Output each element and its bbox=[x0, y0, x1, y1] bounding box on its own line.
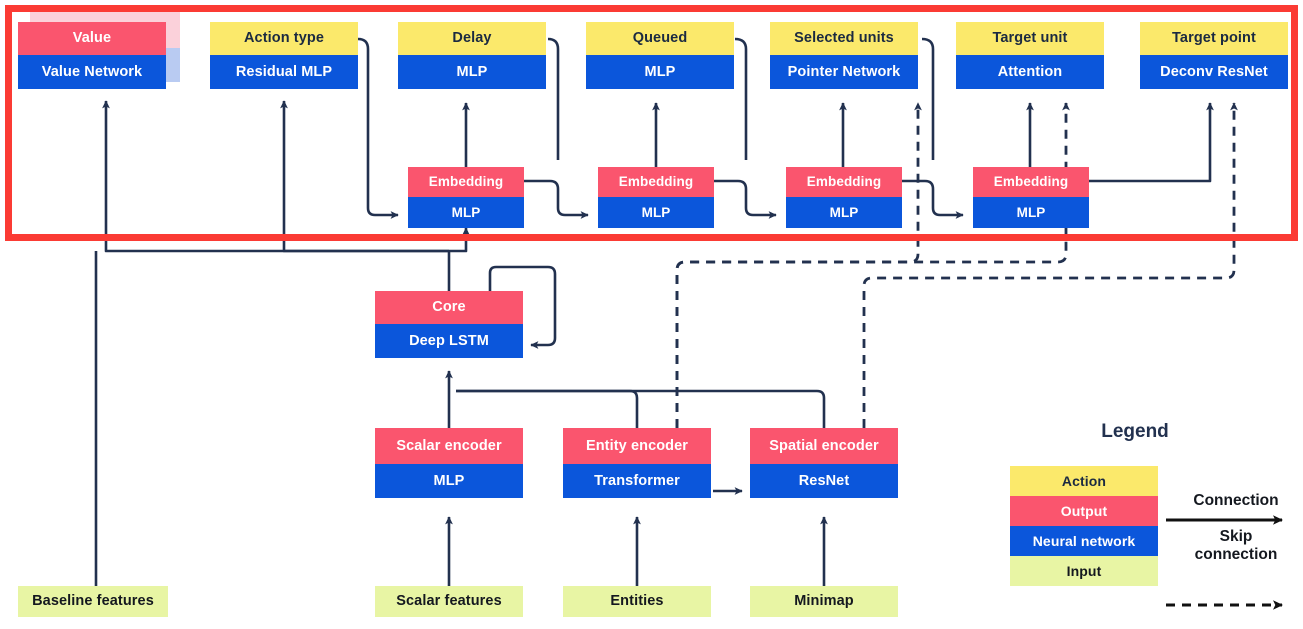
node-entity-encoder-network-label: Transformer bbox=[563, 464, 711, 498]
node-selected-units[interactable]: Selected units Pointer Network bbox=[770, 22, 918, 89]
node-embedding-3-output-label: Embedding bbox=[786, 167, 902, 197]
node-embedding-2[interactable]: Embedding MLP bbox=[598, 167, 714, 228]
node-target-point[interactable]: Target point Deconv ResNet bbox=[1140, 22, 1288, 89]
node-baseline-features-label: Baseline features bbox=[18, 586, 168, 617]
node-value[interactable]: Value Value Network bbox=[18, 22, 166, 89]
edge-core-to-embedding-1 bbox=[449, 227, 470, 253]
node-core-network-label: Deep LSTM bbox=[375, 324, 523, 358]
edge-to-target-point bbox=[1089, 102, 1214, 183]
node-target-point-network-label: Deconv ResNet bbox=[1140, 55, 1288, 89]
node-spatial-encoder-output-label: Spatial encoder bbox=[750, 428, 898, 464]
node-delay-action-label: Delay bbox=[398, 22, 546, 55]
edge-embedding-2-to-embedding-3 bbox=[714, 179, 777, 219]
node-spatial-encoder[interactable]: Spatial encoder ResNet bbox=[750, 428, 898, 498]
edge-queued-to-embedding-3 bbox=[734, 37, 748, 160]
node-entities[interactable]: Entities bbox=[563, 586, 711, 617]
node-queued-action-label: Queued bbox=[586, 22, 734, 55]
node-target-unit-network-label: Attention bbox=[956, 55, 1104, 89]
node-embedding-3-network-label: MLP bbox=[786, 197, 902, 228]
node-embedding-2-network-label: MLP bbox=[598, 197, 714, 228]
edge-entity-encoder-to-core bbox=[456, 389, 639, 428]
node-delay-network-label: MLP bbox=[398, 55, 546, 89]
node-embedding-4-output-label: Embedding bbox=[973, 167, 1089, 197]
edge-delay-to-embedding-2 bbox=[547, 37, 560, 160]
node-selected-units-network-label: Pointer Network bbox=[770, 55, 918, 89]
node-minimap[interactable]: Minimap bbox=[750, 586, 898, 617]
legend-swatches: Action Output Neural network Input bbox=[1010, 466, 1158, 586]
legend-swatch-output: Output bbox=[1010, 496, 1158, 526]
edge-selected-units-to-embedding-4 bbox=[921, 37, 935, 160]
node-scalar-features-label: Scalar features bbox=[375, 586, 523, 617]
node-spatial-encoder-network-label: ResNet bbox=[750, 464, 898, 498]
node-embedding-1-network-label: MLP bbox=[408, 197, 524, 228]
node-embedding-4[interactable]: Embedding MLP bbox=[973, 167, 1089, 228]
node-entity-encoder-output-label: Entity encoder bbox=[563, 428, 711, 464]
edge-core-to-value bbox=[102, 100, 449, 253]
edge-skip-entity-to-target-unit bbox=[675, 102, 1070, 428]
node-embedding-2-output-label: Embedding bbox=[598, 167, 714, 197]
legend-swatch-neural-network: Neural network bbox=[1010, 526, 1158, 556]
edge-action-type-to-embedding-1 bbox=[357, 37, 399, 219]
legend-swatch-action: Action bbox=[1010, 466, 1158, 496]
node-embedding-4-network-label: MLP bbox=[973, 197, 1089, 228]
node-action-type-network-label: Residual MLP bbox=[210, 55, 358, 89]
legend-title: Legend bbox=[1101, 421, 1169, 442]
node-target-point-action-label: Target point bbox=[1140, 22, 1288, 55]
node-scalar-features[interactable]: Scalar features bbox=[375, 586, 523, 617]
node-target-unit-action-label: Target unit bbox=[956, 22, 1104, 55]
legend-swatch-input: Input bbox=[1010, 556, 1158, 586]
node-entities-label: Entities bbox=[563, 586, 711, 617]
node-queued-network-label: MLP bbox=[586, 55, 734, 89]
node-delay[interactable]: Delay MLP bbox=[398, 22, 546, 89]
legend-connection-label: Connection bbox=[1193, 492, 1279, 509]
node-scalar-encoder-output-label: Scalar encoder bbox=[375, 428, 523, 464]
edge-embedding-3-to-embedding-4 bbox=[902, 179, 964, 219]
node-action-type-action-label: Action type bbox=[210, 22, 358, 55]
edge-skip-entity-to-selected-units bbox=[675, 102, 922, 428]
node-selected-units-action-label: Selected units bbox=[770, 22, 918, 55]
edge-embedding-1-to-embedding-2 bbox=[524, 179, 589, 219]
node-entity-encoder[interactable]: Entity encoder Transformer bbox=[563, 428, 711, 498]
node-embedding-1-output-label: Embedding bbox=[408, 167, 524, 197]
node-embedding-1[interactable]: Embedding MLP bbox=[408, 167, 524, 228]
node-queued[interactable]: Queued MLP bbox=[586, 22, 734, 89]
node-scalar-encoder[interactable]: Scalar encoder MLP bbox=[375, 428, 523, 498]
node-minimap-label: Minimap bbox=[750, 586, 898, 617]
node-embedding-3[interactable]: Embedding MLP bbox=[786, 167, 902, 228]
node-value-action-label: Value bbox=[18, 22, 166, 55]
node-value-network-label: Value Network bbox=[18, 55, 166, 89]
node-action-type[interactable]: Action type Residual MLP bbox=[210, 22, 358, 89]
node-core[interactable]: Core Deep LSTM bbox=[375, 291, 523, 358]
node-baseline-features[interactable]: Baseline features bbox=[18, 586, 168, 617]
edge-spatial-encoder-to-core bbox=[456, 389, 826, 428]
node-core-output-label: Core bbox=[375, 291, 523, 324]
edge-skip-spatial-to-target-point bbox=[862, 102, 1238, 428]
legend-skip-connection-label: Skip connection bbox=[1194, 528, 1278, 563]
node-target-unit[interactable]: Target unit Attention bbox=[956, 22, 1104, 89]
node-scalar-encoder-network-label: MLP bbox=[375, 464, 523, 498]
